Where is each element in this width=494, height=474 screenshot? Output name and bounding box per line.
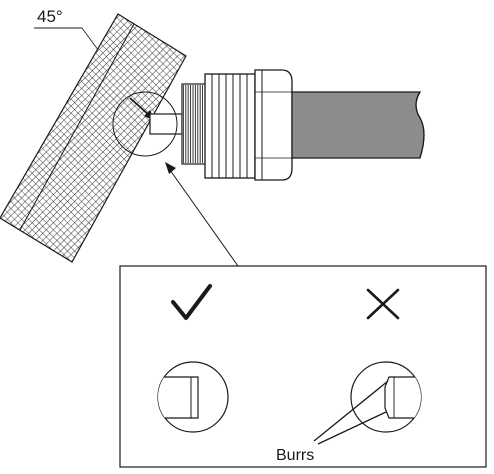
detail-circle bbox=[112, 91, 178, 157]
incorrect-pipe-detail bbox=[350, 361, 422, 433]
fitting-nut bbox=[254, 69, 293, 181]
cross-icon bbox=[366, 288, 400, 320]
file-tool bbox=[0, 13, 187, 263]
contact-arrow bbox=[129, 97, 151, 117]
detail-leader-line bbox=[169, 169, 239, 267]
fitting-threaded-body bbox=[204, 73, 256, 179]
burr-leader-lower bbox=[317, 411, 387, 445]
check-icon bbox=[171, 284, 212, 320]
hose bbox=[291, 91, 425, 159]
burrs-label: Burrs bbox=[276, 447, 314, 464]
fitting-knurled-ring bbox=[181, 83, 207, 165]
angle-label: 45° bbox=[37, 7, 63, 26]
detail-leader-arrow bbox=[165, 162, 176, 174]
correct-pipe-detail bbox=[157, 361, 229, 433]
burr-leader-upper bbox=[313, 380, 389, 442]
